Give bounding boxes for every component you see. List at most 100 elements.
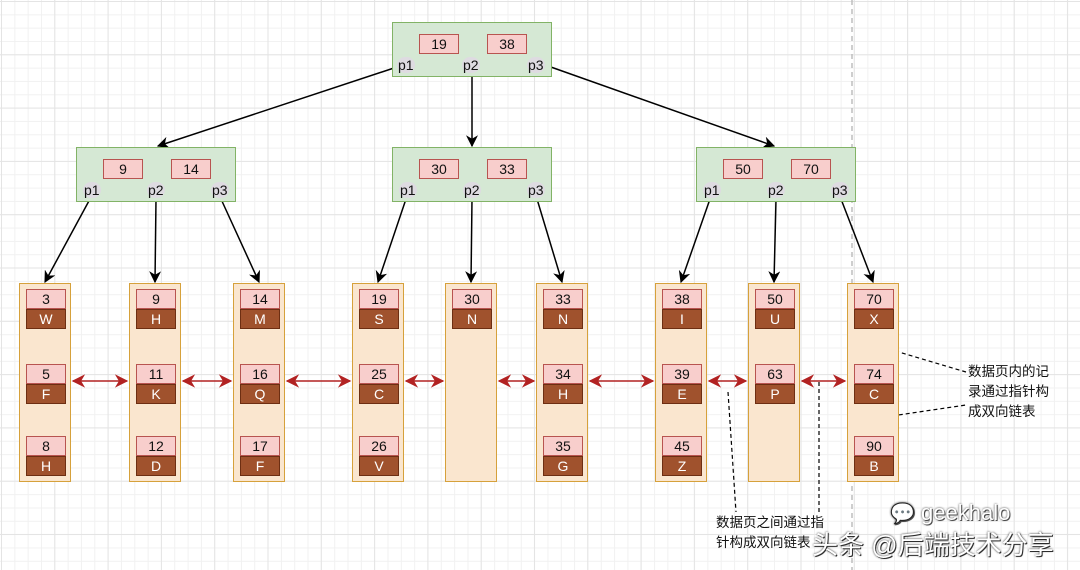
note-line: 数据页内的记 [968,364,1049,379]
record-value: K [136,384,176,404]
edges [39,65,967,513]
internal-key: 70 [791,159,831,179]
record-value: M [240,309,280,329]
internal-to-leaf-edge [536,198,565,284]
record-key: 35 [543,436,583,456]
internal-key: 30 [419,159,459,179]
watermark-brand: 💬 geekhalo [890,500,1010,526]
record-key: 9 [136,289,176,309]
internal-node-left: 9 14 p1 p2 p3 [76,147,236,202]
internal-to-leaf-edge [840,198,875,284]
record-value: H [136,309,176,329]
internal-to-leaf-edge [768,198,781,284]
in-page-link-note: 数据页内的记 录通过指针构 成双向链表 [968,362,1049,422]
pointer-p1: p1 [83,182,101,198]
pointer-p1: p1 [703,182,721,198]
pointer-p3: p3 [527,182,545,198]
wechat-icon: 💬 [890,503,915,525]
internal-node-right: 50 70 p1 p2 p3 [696,147,856,202]
internal-key: 33 [487,159,527,179]
record-key: 5 [26,364,66,384]
note-line: 针构成双向链表 [716,535,811,550]
record-key: 70 [854,289,894,309]
internal-to-leaf-edge [44,198,91,284]
root-pointer-p3: p3 [527,57,545,73]
root-pointer-p2: p2 [462,57,480,73]
root-node: 19 38 p1 p2 p3 [392,22,552,77]
record-key: 74 [854,364,894,384]
record-value: P [755,384,795,404]
root-p1-edge [156,65,401,149]
record-value: E [662,384,702,404]
root-pointer-p1: p1 [397,57,415,73]
note-line: 录通过指针构 [968,384,1049,399]
note-line: 成双向链表 [968,404,1036,419]
watermark-source: 头条 @后端技术分享 [812,530,1054,560]
root-p3-edge [547,65,776,149]
record-key: 17 [240,436,280,456]
record-value: H [26,456,66,476]
record-value: H [543,384,583,404]
record-key: 12 [136,436,176,456]
record-key: 33 [543,289,583,309]
record-value: C [854,384,894,404]
internal-to-leaf-edge [465,198,478,284]
root-key-0: 19 [419,34,459,54]
internal-to-leaf-edge [678,198,711,284]
internal-to-leaf-edge [220,198,260,284]
between-pages-link-note: 数据页之间通过指 针构成双向链表 [716,513,824,553]
record-key: 45 [662,436,702,456]
record-value: F [240,456,280,476]
pointer-p3: p3 [831,182,849,198]
record-value: W [26,309,66,329]
record-key: 50 [755,289,795,309]
record-key: 11 [136,364,176,384]
record-value: S [359,309,399,329]
pointer-p2: p2 [767,182,785,198]
record-value: G [543,456,583,476]
pointer-p3: p3 [211,182,229,198]
pointer-p1: p1 [399,182,417,198]
record-value: D [136,456,176,476]
record-value: B [854,456,894,476]
record-key: 19 [359,289,399,309]
annotation-leader [727,391,737,513]
note-line: 数据页之间通过指 [716,515,824,530]
pointer-p2: p2 [147,182,165,198]
record-key: 3 [26,289,66,309]
record-key: 63 [755,364,795,384]
pointer-p2: p2 [463,182,481,198]
record-key: 38 [662,289,702,309]
record-value: Q [240,384,280,404]
internal-node-middle: 30 33 p1 p2 p3 [392,147,552,202]
internal-key: 50 [723,159,763,179]
record-value: N [543,309,583,329]
record-value: Z [662,456,702,476]
internal-key: 14 [171,159,211,179]
record-key: 30 [452,289,492,309]
internal-to-leaf-edge [375,198,407,284]
record-value: I [662,309,702,329]
